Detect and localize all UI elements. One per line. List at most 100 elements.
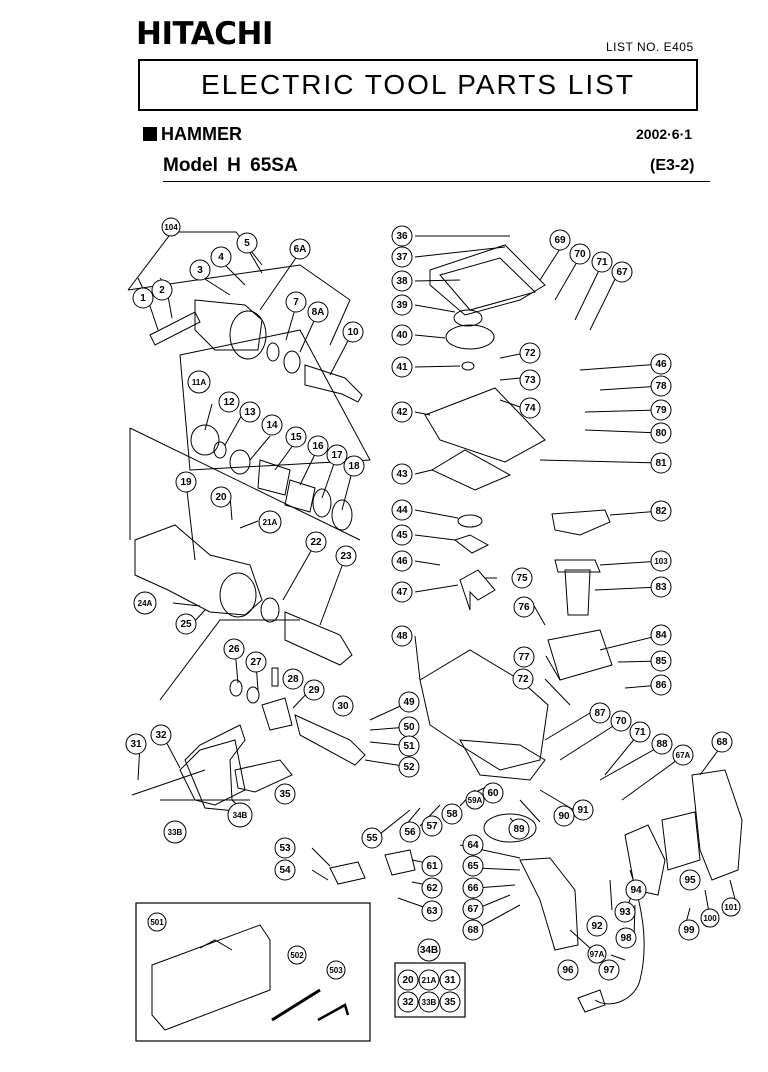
- callout-label: 25: [180, 619, 192, 630]
- callout-circle: [549, 229, 571, 251]
- callout-circle: [421, 877, 443, 899]
- callout-71a: 71: [591, 251, 613, 273]
- set-item-32: 32: [397, 991, 419, 1013]
- callout-501: 501: [147, 912, 167, 932]
- part-37-cover: [429, 244, 546, 316]
- callout-4: 4: [210, 246, 232, 268]
- callout-circle: [650, 550, 672, 572]
- callout-label: 68: [467, 925, 479, 936]
- callout-label: 38: [396, 276, 408, 287]
- callout-39: 39: [391, 294, 413, 316]
- callout-circle: [189, 259, 211, 281]
- part-26-ring: [229, 679, 243, 697]
- callout-circle: [399, 821, 421, 843]
- callout-label: 41: [396, 362, 408, 373]
- callout-circle: [274, 859, 296, 881]
- callout-label: 8A: [312, 307, 325, 318]
- callout-37: 37: [391, 246, 413, 268]
- part-19-body: [134, 524, 263, 616]
- callout-circle: [512, 668, 534, 690]
- callout-label: 15: [290, 432, 302, 443]
- callout-5: 5: [236, 232, 258, 254]
- callout-16: 16: [307, 435, 329, 457]
- callout-67a: 67: [462, 898, 484, 920]
- callout-79: 79: [650, 399, 672, 421]
- callout-circle: [591, 251, 613, 273]
- callout-circle: [261, 414, 283, 436]
- callout-label: 32: [155, 730, 167, 741]
- callout-circle: [391, 524, 413, 546]
- callout-label: 71: [634, 727, 646, 738]
- callout-label: 44: [396, 505, 408, 516]
- part-96-cover: [519, 857, 579, 951]
- callout-circle: [610, 710, 632, 732]
- callout-circle: [227, 802, 253, 828]
- callout-68a: 68: [462, 919, 484, 941]
- callout-label: 64: [467, 840, 479, 851]
- callout-circle: [513, 596, 535, 618]
- callout-36: 36: [391, 225, 413, 247]
- callout-85: 85: [650, 650, 672, 672]
- callout-23: 23: [335, 545, 357, 567]
- callout-label: 17: [331, 450, 343, 461]
- callout-label: 33B: [168, 828, 183, 837]
- callout-51: 51: [398, 735, 420, 757]
- part-10-piston: [304, 364, 363, 403]
- part-103-fan: [554, 559, 601, 573]
- set-item-35: 35: [439, 991, 461, 1013]
- part-97-plug: [577, 989, 606, 1013]
- callout-label: 72: [524, 348, 536, 359]
- callout-circle: [398, 756, 420, 778]
- callout-97A: 97A: [587, 944, 607, 964]
- callout-38: 38: [391, 270, 413, 292]
- callout-circle: [125, 733, 147, 755]
- callout-label: 52: [403, 762, 415, 773]
- callout-89: 89: [508, 818, 530, 840]
- callout-47: 47: [391, 581, 413, 603]
- callout-label: 100: [703, 914, 717, 923]
- callout-label: 37: [396, 252, 408, 263]
- callout-12: 12: [218, 391, 240, 413]
- callout-82: 82: [650, 500, 672, 522]
- callout-circle: [650, 674, 672, 696]
- callout-65: 65: [462, 855, 484, 877]
- list-number: LIST NO. E405: [606, 40, 694, 54]
- header-rule: [163, 181, 710, 182]
- svg-text:20: 20: [402, 975, 414, 986]
- callout-70a: 70: [569, 243, 591, 265]
- callout-circle: [589, 702, 611, 724]
- callout-circle: [615, 927, 637, 949]
- callout-circle: [132, 287, 154, 309]
- callout-15: 15: [285, 426, 307, 448]
- callout-label: 18: [348, 461, 360, 472]
- svg-text:34B: 34B: [420, 945, 438, 956]
- part-22-oring: [260, 597, 280, 623]
- callout-label: 82: [655, 506, 667, 517]
- callout-24A: 24A: [133, 591, 157, 615]
- callout-54: 54: [274, 859, 296, 881]
- callout-78: 78: [650, 375, 672, 397]
- set-box-title: 34B: [417, 938, 441, 962]
- issue-date: 2002·6·1: [636, 126, 693, 142]
- part-40-gear: [445, 324, 495, 350]
- callout-label: 36: [396, 231, 408, 242]
- callout-circle: [335, 545, 357, 567]
- callout-label: 30: [337, 701, 349, 712]
- callout-circle: [326, 960, 346, 980]
- callout-31: 31: [125, 733, 147, 755]
- callout-circle: [462, 877, 484, 899]
- callout-label: 14: [266, 420, 278, 431]
- callout-label: 54: [279, 865, 291, 876]
- brand-logo: HITACHI: [136, 16, 273, 52]
- part-502-bit: [271, 988, 321, 1022]
- callout-label: 99: [683, 925, 695, 936]
- callout-label: 61: [426, 861, 438, 872]
- callout-circle: [462, 919, 484, 941]
- callout-label: 46: [655, 359, 667, 370]
- callout-label: 50: [403, 722, 415, 733]
- part-47-crankshaft: [459, 569, 496, 611]
- callout-circle: [519, 369, 541, 391]
- callout-1: 1: [132, 287, 154, 309]
- callout-label: 58: [446, 809, 458, 820]
- callout-circle: [721, 897, 741, 917]
